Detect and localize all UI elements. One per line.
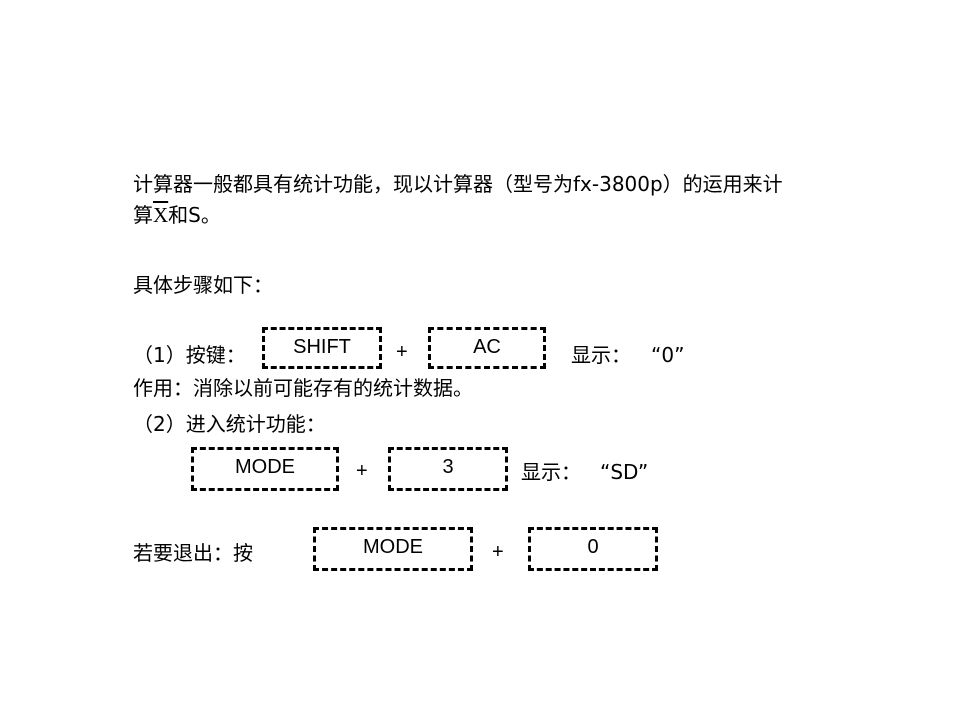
ac-key-button[interactable]: AC (428, 327, 546, 369)
exit-plus-sign: + (492, 541, 504, 563)
intro-line-2-prefix: 算 (133, 203, 153, 227)
exit-mode-key-button[interactable]: MODE (313, 527, 473, 571)
shift-key-button[interactable]: SHIFT (262, 327, 382, 369)
step1-display-label: 显示： (571, 343, 631, 367)
step1-effect: 作用：消除以前可能存有的统计数据。 (133, 376, 473, 400)
step2-display-label: 显示： (521, 460, 581, 484)
steps-heading: 具体步骤如下： (133, 273, 273, 297)
exit-label: 若要退出：按 (133, 541, 253, 565)
key-0-button[interactable]: 0 (528, 527, 658, 571)
step2-display-value: “SD” (600, 460, 649, 484)
intro-line-2: 算X和S。 (133, 203, 221, 227)
step2-plus-sign: + (356, 460, 368, 482)
mode-key-button[interactable]: MODE (191, 447, 339, 491)
step1-display-value: “0” (651, 343, 685, 367)
key-3-button[interactable]: 3 (388, 447, 508, 491)
x-bar-symbol: X (153, 203, 169, 227)
step1-label: （1）按键： (133, 343, 246, 367)
step2-label: （2）进入统计功能： (133, 412, 326, 436)
intro-line-2-suffix: 和S。 (168, 203, 221, 227)
step1-plus-sign: + (396, 341, 408, 363)
intro-line-1: 计算器一般都具有统计功能，现以计算器（型号为fx-3800p）的运用来计 (133, 172, 783, 196)
